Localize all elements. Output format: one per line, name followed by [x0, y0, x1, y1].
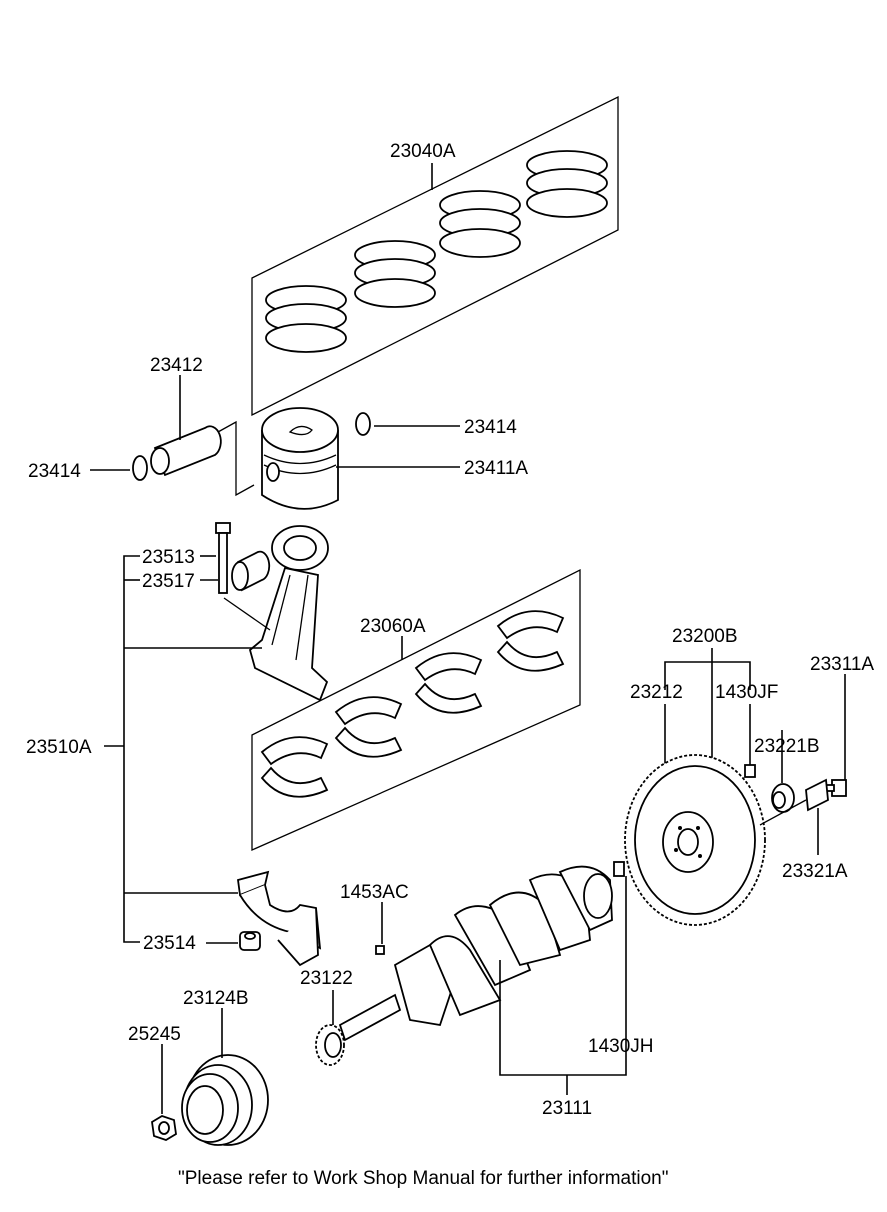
crankshaft [338, 861, 625, 1042]
piston-ring-set-panel: 23040A [251, 95, 619, 417]
label-23510A: 23510A [26, 737, 92, 758]
label-23040A: 23040A [390, 141, 456, 162]
flywheel-plate [805, 778, 829, 812]
snap-ring-left [132, 455, 148, 481]
label-23414-left: 23414 [28, 461, 81, 482]
label-23200B: 23200B [672, 626, 738, 647]
piston-assembly: 23412 23414 23414 23411A [28, 355, 528, 510]
rod-assembly-bracket: 23510A [26, 555, 262, 943]
label-23221B: 23221B [754, 736, 820, 757]
label-23517: 23517 [142, 571, 195, 592]
label-23124B: 23124B [183, 988, 249, 1009]
label-23111: 23111 [542, 1098, 592, 1119]
piston-pin [150, 425, 222, 477]
rod-nut [239, 931, 261, 951]
label-23412: 23412 [150, 355, 203, 376]
label-1430JF: 1430JF [715, 682, 778, 703]
label-23411A: 23411A [464, 458, 528, 479]
crank-pulley [181, 1054, 269, 1146]
label-1453AC: 1453AC [340, 882, 409, 903]
label-1430JH: 1430JH [588, 1036, 654, 1057]
label-23122: 23122 [300, 968, 353, 989]
rod-cap [237, 870, 322, 967]
label-23060A: 23060A [360, 616, 426, 637]
label-23514: 23514 [143, 933, 196, 954]
label-25245: 25245 [128, 1024, 181, 1045]
crank-sprocket [315, 1024, 345, 1066]
bearing-set-panel: 23060A [251, 568, 581, 851]
flywheel-group: 23200B 23212 1430JF 23221B [624, 626, 874, 926]
bearing-shells [260, 610, 565, 798]
label-23311A: 23311A [810, 654, 874, 675]
flywheel [624, 754, 766, 926]
piston-ring-stack-3 [439, 190, 521, 258]
footer-note: "Please refer to Work Shop Manual for fu… [178, 1168, 668, 1189]
label-23414-right: 23414 [464, 417, 517, 438]
label-23321A: 23321A [782, 861, 848, 882]
pulley-nut [151, 1115, 177, 1141]
dowel-pin-flywheel [744, 764, 756, 778]
piston [261, 407, 339, 510]
piston-ring-stack-2 [354, 240, 436, 308]
piston-ring-stack-4 [526, 150, 608, 218]
label-23212: 23212 [630, 682, 683, 703]
dowel-pin-crank [613, 861, 625, 877]
rod-bolt [215, 522, 231, 594]
small-end-bushing [231, 550, 271, 592]
piston-ring-stack-1 [265, 285, 347, 353]
pilot-bearing [771, 783, 795, 813]
label-23513: 23513 [142, 547, 195, 568]
crank-key [375, 945, 385, 955]
snap-ring-right [355, 412, 371, 436]
connecting-rod-assembly: 23513 23517 [142, 522, 329, 702]
connecting-rod [248, 525, 329, 702]
